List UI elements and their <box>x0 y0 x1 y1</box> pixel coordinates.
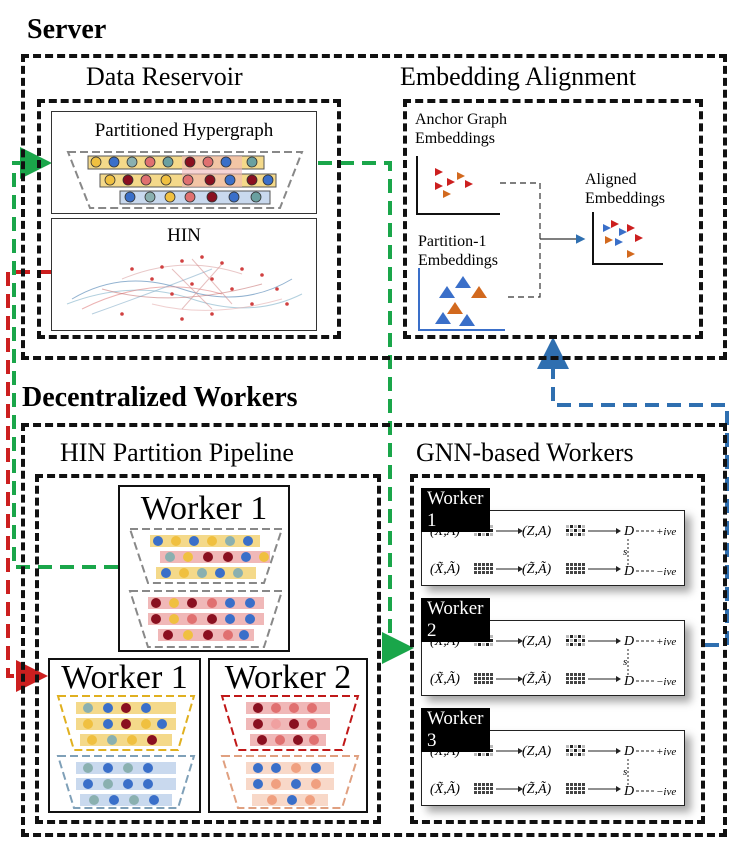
matrix-icon <box>474 563 493 574</box>
hypergraph-figure <box>66 151 304 209</box>
formula-s: s <box>623 766 627 778</box>
pipeline-worker-right-hypergraph <box>220 695 360 809</box>
workers-frame <box>21 423 727 837</box>
hypergraph-label: Partitioned Hypergraph <box>94 120 274 141</box>
pipeline-worker-right: Worker 2 <box>208 658 368 813</box>
matrix-icon <box>474 783 493 794</box>
formula-xa-tilde: (X̃,Ã) <box>430 560 460 577</box>
pipeline-frame <box>35 474 381 824</box>
pipeline-title: HIN Partition Pipeline <box>60 438 294 467</box>
hin-network-figure <box>66 255 303 321</box>
embedding-alignment-title: Embedding Alignment <box>400 62 637 91</box>
formula-s: s <box>623 656 627 668</box>
alignment-plots <box>416 156 663 331</box>
formula-za: (Z,A) <box>522 634 552 649</box>
gnn-title: GNN-based Workers <box>416 438 634 467</box>
formula-za-tilde: (Z̃,Ã) <box>522 780 552 797</box>
matrix-icon <box>566 783 585 794</box>
matrix-icon <box>474 673 493 684</box>
pipeline-worker-left-hypergraph <box>56 695 196 809</box>
server-frame <box>21 54 727 360</box>
green-arrow-to-hypergraph <box>12 147 118 569</box>
formula-s: s <box>623 546 627 558</box>
data-reservoir-frame <box>37 99 341 339</box>
green-arrow-to-gnn <box>318 161 414 664</box>
pipeline-worker-top: Worker 1 <box>118 485 290 652</box>
hin-panel: HIN <box>51 218 317 331</box>
formula-d-neg: D <box>623 674 634 689</box>
hypergraph-panel: Partitioned Hypergraph <box>51 111 317 214</box>
formula-xa-tilde: (X̃,Ã) <box>430 780 460 797</box>
anchor-embedding-plot <box>416 156 500 215</box>
formula-pos: +ive <box>656 526 676 538</box>
formula-xa-tilde: (X̃,Ã) <box>430 670 460 687</box>
data-reservoir-title: Data Reservoir <box>86 62 243 91</box>
anchor-label: Anchor Graph Embeddings <box>415 111 507 147</box>
hin-label: HIN <box>167 225 201 246</box>
pipeline-worker-top-label: Worker 1 <box>140 490 268 527</box>
formula-neg: −ive <box>656 676 676 688</box>
matrix-icon <box>566 673 585 684</box>
aligned-label: Aligned Embeddings <box>585 171 665 207</box>
pipeline-worker-right-label: Worker 2 <box>224 659 352 696</box>
matrix-icon <box>566 525 585 536</box>
formula-neg: −ive <box>656 786 676 798</box>
partition-embedding-plot <box>418 268 505 331</box>
formula-d-neg: D <box>623 564 634 579</box>
formula-za-tilde: (Z̃,Ã) <box>522 670 552 687</box>
aligned-embedding-plot <box>592 212 663 265</box>
gnn-worker-tag: Worker 3 <box>421 708 490 752</box>
formula-za: (Z,A) <box>522 524 552 539</box>
matrix-icon <box>566 563 585 574</box>
matrix-icon <box>566 745 585 756</box>
formula-pos: +ive <box>656 636 676 648</box>
server-title: Server <box>27 14 107 45</box>
embedding-alignment-frame <box>403 99 703 339</box>
gnn-worker-tag: Worker 2 <box>421 598 490 642</box>
pipeline-worker-left: Worker 1 <box>48 658 201 813</box>
gnn-frame <box>410 474 705 824</box>
formula-neg: −ive <box>656 566 676 578</box>
formula-d-neg: D <box>623 784 634 799</box>
formula-d-pos: D <box>623 744 634 759</box>
formula-za-tilde: (Z̃,Ã) <box>522 560 552 577</box>
workers-title: Decentralized Workers <box>22 382 298 413</box>
partition-label: Partition-1 Embeddings <box>418 233 498 269</box>
matrix-icon <box>566 635 585 646</box>
formula-pos: +ive <box>656 746 676 758</box>
formula-d-pos: D <box>623 634 634 649</box>
pipeline-worker-top-hypergraph <box>128 528 284 648</box>
hypergraph-nodes <box>90 156 274 203</box>
formula-za: (Z,A) <box>522 744 552 759</box>
pipeline-worker-left-label: Worker 1 <box>61 659 188 696</box>
formula-d-pos: D <box>623 524 634 539</box>
gnn-worker-tag: Worker 1 <box>421 488 490 532</box>
